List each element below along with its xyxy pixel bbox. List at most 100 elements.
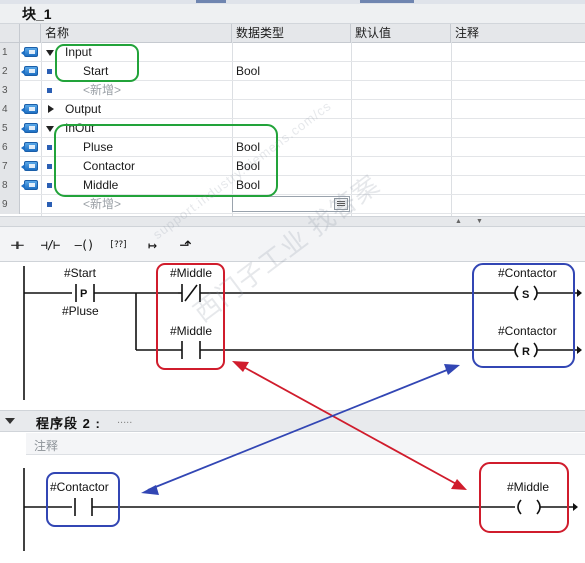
close-branch-button[interactable]: ⬏ (179, 236, 192, 254)
add-new-placeholder[interactable]: <新增> (83, 197, 122, 211)
header-default[interactable]: 默认值 (351, 24, 451, 42)
row-name[interactable]: Input (65, 45, 92, 59)
red-annotation-middle-contacts (156, 263, 225, 370)
contactor-reset-label[interactable]: #Contactor (498, 324, 557, 338)
column-divider (41, 42, 42, 222)
row-name[interactable]: Pluse (83, 140, 114, 154)
pluse-label[interactable]: #Pluse (62, 304, 99, 318)
network-1 (23, 266, 577, 400)
scroll-right-icon[interactable]: ▼ (476, 218, 483, 225)
interface-section-icon (21, 123, 38, 133)
contactor-set-label[interactable]: #Contactor (498, 266, 557, 280)
header-datatype[interactable]: 数据类型 (232, 24, 351, 42)
middle-nc-label[interactable]: #Middle (170, 266, 212, 280)
parameter-square-icon (47, 183, 52, 188)
column-divider (351, 42, 352, 222)
parameter-square-icon (47, 145, 52, 150)
blue-arrow-head-end (141, 485, 159, 495)
table-row[interactable]: 3 <新增> (0, 81, 585, 100)
segment-2-dots: ..... (117, 414, 133, 426)
row-name[interactable]: Start (83, 64, 109, 78)
row-number: 3 (0, 81, 20, 100)
segment-2-title: 程序段 2 : (36, 416, 101, 431)
header-comment[interactable]: 注释 (455, 26, 480, 40)
interface-param-icon (21, 142, 38, 152)
red-arrow-head-end (451, 479, 467, 490)
contactor-contact-label[interactable]: #Contactor (50, 480, 109, 494)
blue-annotation-contactor-contact (46, 472, 120, 527)
normally-closed-contact-button[interactable]: ⊣/⊢ (40, 238, 61, 252)
top-stripe (0, 0, 585, 4)
row-datatype[interactable]: Bool (236, 140, 261, 154)
top-stripe-mark (196, 0, 226, 3)
ladder-diagram: #Start P #Pluse #Middle #Middle #Contact… (23, 263, 582, 551)
green-annotation-input (55, 44, 139, 82)
interface-annotations (54, 44, 278, 197)
table-row[interactable]: 7 Contactor Bool (0, 157, 585, 176)
right-rail-arrow (573, 503, 578, 511)
set-coil-left (514, 285, 519, 301)
header-rownum (0, 24, 20, 42)
column-divider (451, 42, 452, 222)
table-row[interactable]: 2 Start Bool (0, 62, 585, 81)
segment-2-comment[interactable]: 注释 (26, 433, 585, 455)
header-name[interactable]: 名称 (41, 24, 232, 42)
row-datatype[interactable]: Bool (236, 178, 261, 192)
set-coil-right (533, 285, 538, 301)
red-arrow-head-start (232, 361, 249, 372)
red-double-arrow (232, 361, 467, 490)
block-title: 块_1 (0, 4, 585, 24)
table-row[interactable]: 9 <新增> (0, 195, 585, 214)
p-contact-letter: P (80, 288, 87, 300)
interface-param-icon (21, 180, 38, 190)
row-datatype[interactable]: Bool (236, 159, 261, 173)
middle-coil-right (536, 499, 541, 515)
normally-open-contact-button[interactable]: ⊣⊢ (10, 238, 24, 252)
right-rail-arrow (577, 346, 582, 354)
row-number: 6 (0, 138, 20, 157)
row-name[interactable]: Middle (83, 178, 119, 192)
row-number: 4 (0, 100, 20, 119)
expand-down-icon[interactable] (46, 50, 54, 56)
parameter-square-icon (47, 88, 52, 93)
datatype-input[interactable] (232, 196, 350, 212)
row-name[interactable]: Contactor (83, 159, 136, 173)
scroll-left-icon[interactable]: ▲ (455, 218, 462, 225)
collapse-down-icon[interactable] (5, 418, 15, 424)
table-row[interactable]: 4 Output (0, 100, 585, 119)
table-row[interactable]: 6 Pluse Bool (0, 138, 585, 157)
table-scrollbar[interactable]: ▲ ▼ (0, 216, 585, 226)
parameter-square-icon (47, 164, 52, 169)
right-rail-arrow (577, 289, 582, 297)
blue-arrow-head-start (444, 364, 460, 375)
ladder-toolbar: ⊣⊢ ⊣/⊢ –() [??] ↦ ⬏ (0, 226, 585, 262)
row-number: 2 (0, 62, 20, 81)
middle-no-label[interactable]: #Middle (170, 324, 212, 338)
table-row[interactable]: 8 Middle Bool (0, 176, 585, 195)
add-new-placeholder[interactable]: <新增> (83, 83, 122, 97)
interface-table: 名称 数据类型 默认值 注释 1 Input 2 Start Bool 3 <新… (0, 24, 585, 222)
expand-down-icon[interactable] (46, 126, 54, 132)
row-datatype[interactable]: Bool (236, 64, 261, 78)
expand-right-icon[interactable] (48, 105, 54, 113)
table-header: 名称 数据类型 默认值 注释 (0, 24, 585, 43)
row-number: 8 (0, 176, 20, 195)
set-coil-letter: S (522, 289, 529, 301)
row-name[interactable]: Output (65, 102, 102, 116)
reset-coil-right (533, 342, 538, 358)
datatype-picker-icon[interactable] (334, 198, 348, 210)
empty-box-button[interactable]: [??] (109, 240, 128, 250)
red-arrow-line (239, 364, 461, 487)
table-row[interactable]: 1 Input (0, 43, 585, 62)
coil-button[interactable]: –() (74, 238, 95, 252)
reset-coil-left (514, 342, 519, 358)
middle-coil-left (517, 499, 522, 515)
reset-coil-letter: R (522, 346, 530, 358)
blue-arrow-line (147, 367, 453, 491)
middle-coil-label[interactable]: #Middle (507, 480, 549, 494)
nc-contact-slash (184, 284, 198, 302)
row-number: 7 (0, 157, 20, 176)
interface-param-icon (21, 161, 38, 171)
start-label[interactable]: #Start (64, 266, 97, 280)
open-branch-button[interactable]: ↦ (147, 236, 157, 254)
